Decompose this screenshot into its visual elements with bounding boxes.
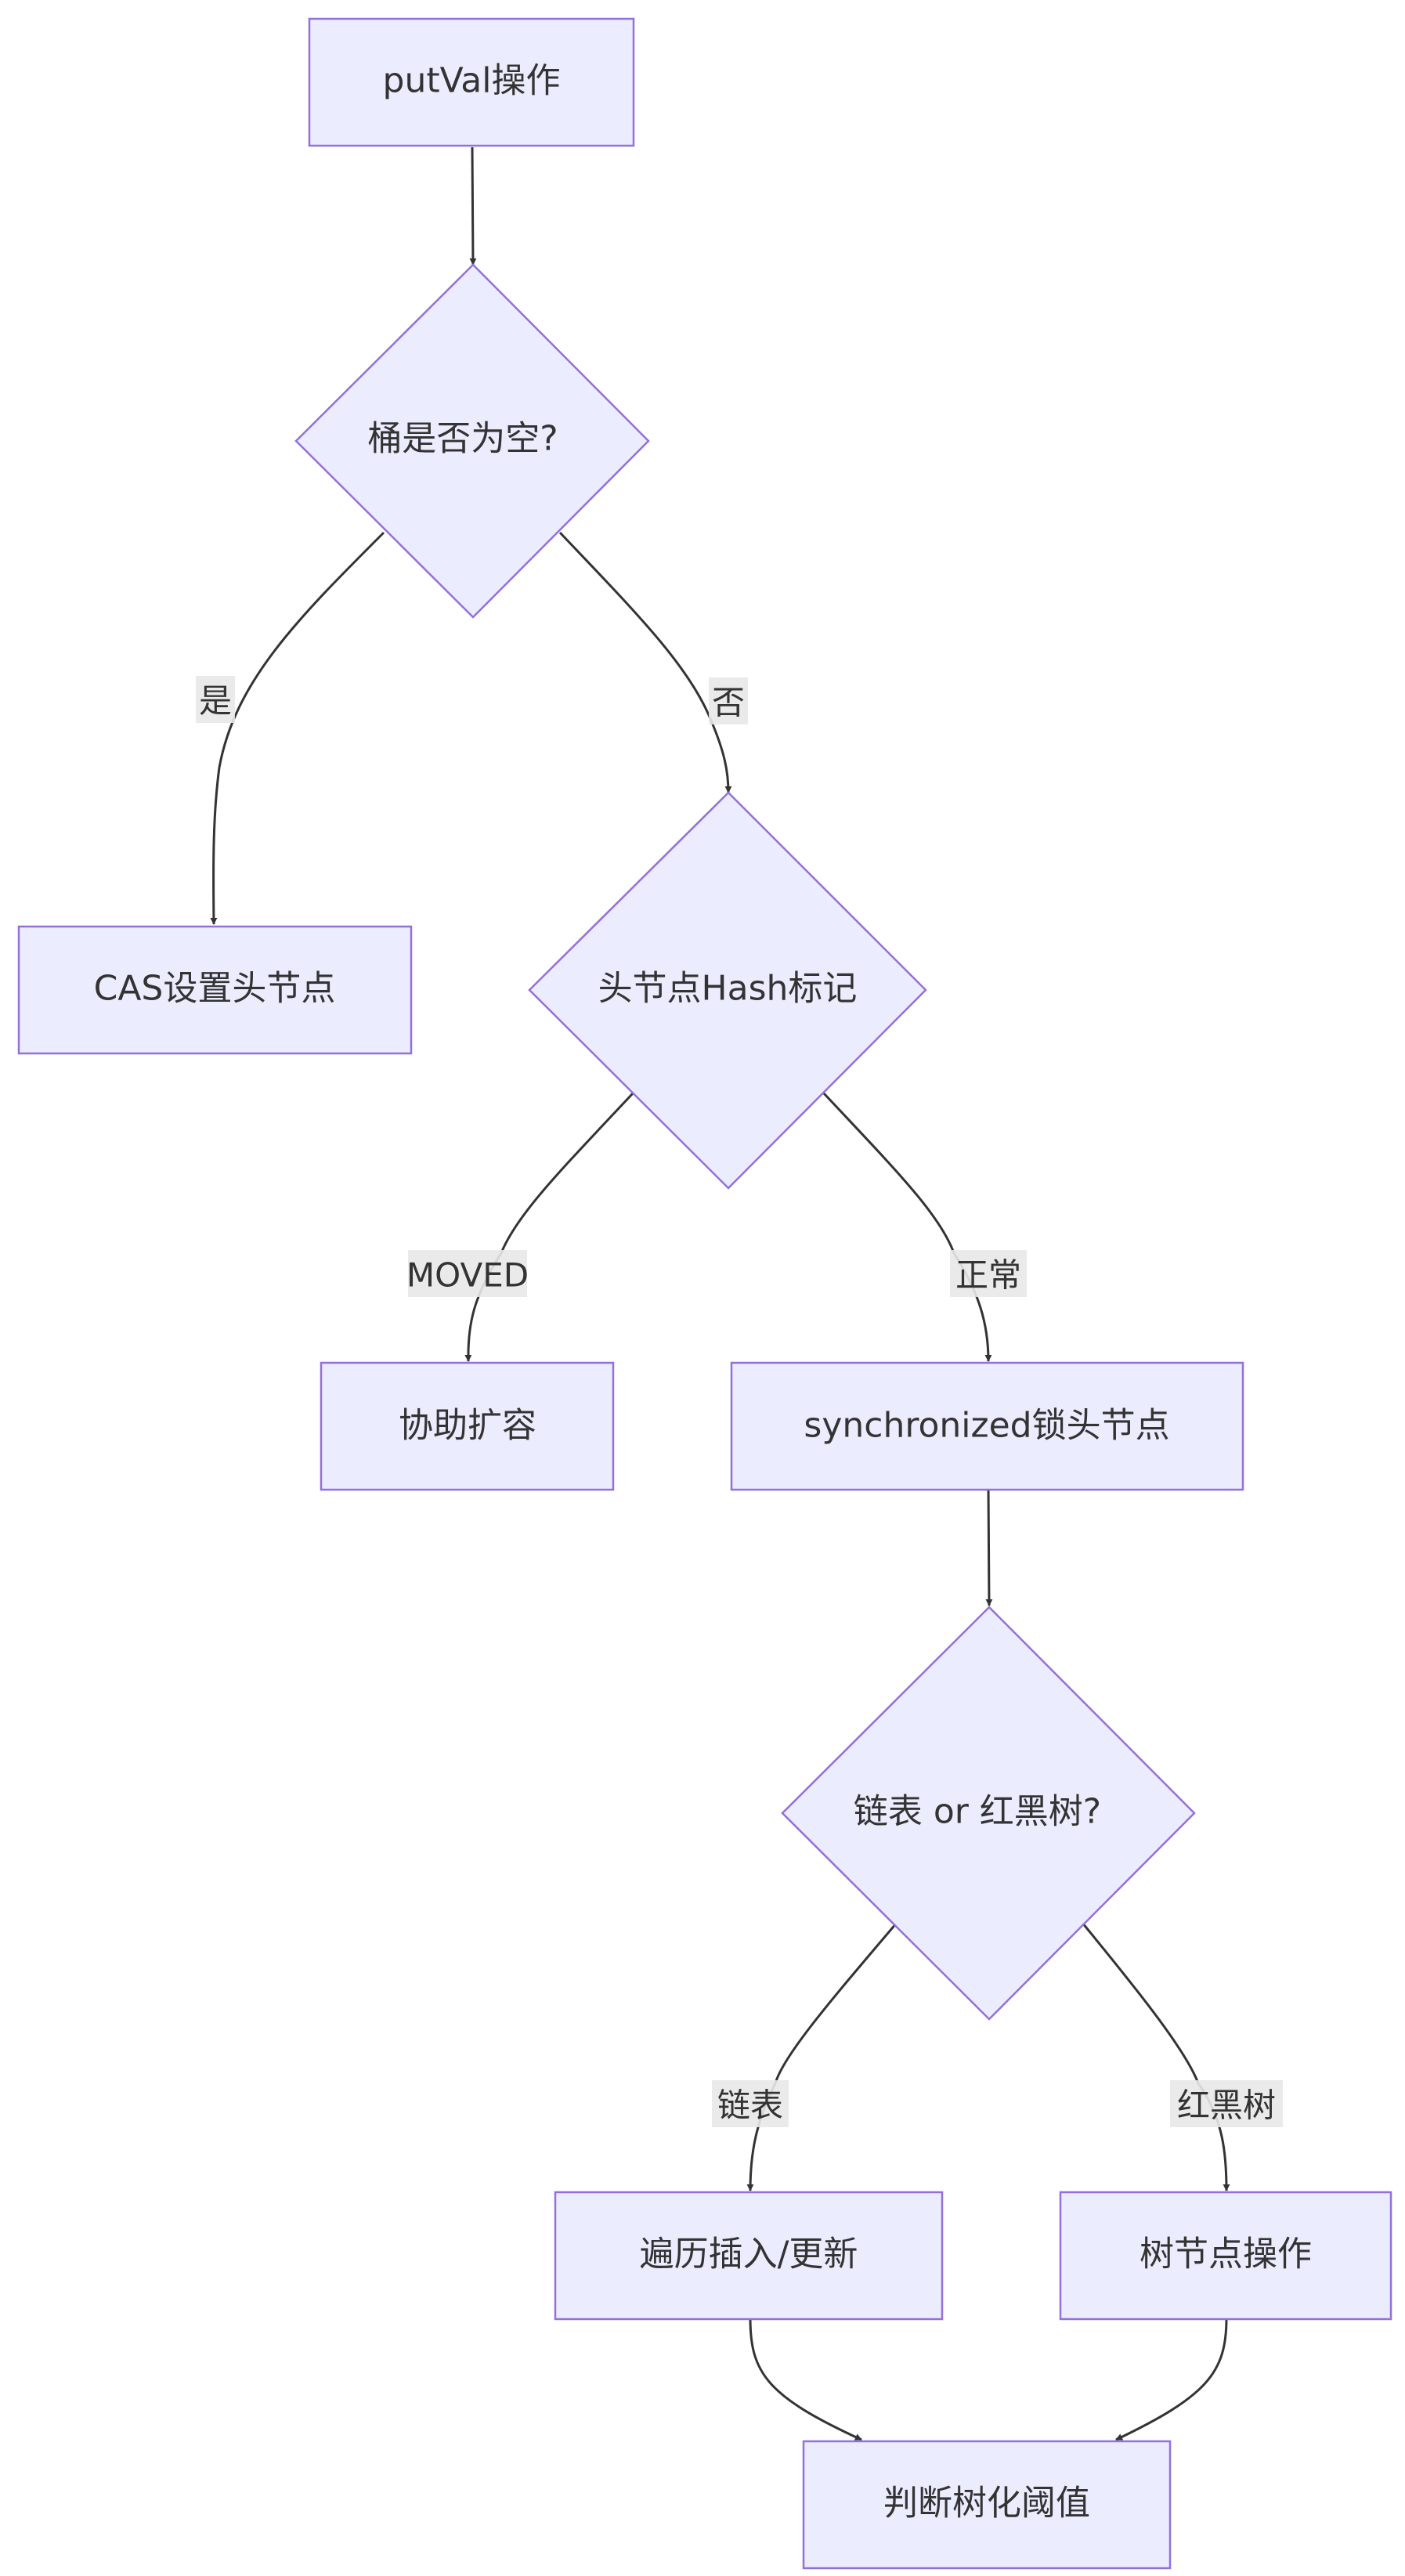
edge-label-linked-list: 链表 bbox=[712, 2080, 789, 2127]
svg-text:synchronized锁头节点: synchronized锁头节点 bbox=[804, 1406, 1169, 1446]
edge-list-or-tree-list bbox=[746, 1922, 898, 2191]
svg-text:CAS设置头节点: CAS设置头节点 bbox=[94, 969, 336, 1009]
node-start: putVal操作 bbox=[308, 17, 635, 147]
svg-text:遍历插入/更新: 遍历插入/更新 bbox=[640, 2235, 858, 2274]
nodes: putVal操作 桶是否为空? CAS设置头节点 头节点Hash标记 协助扩容 … bbox=[17, 17, 1392, 2570]
svg-text:桶是否为空?: 桶是否为空? bbox=[367, 419, 558, 459]
node-traverse-insert: 遍历插入/更新 bbox=[554, 2191, 944, 2321]
svg-text:红黑树: 红黑树 bbox=[1177, 2086, 1276, 2125]
edge-label-normal: 正常 bbox=[950, 1250, 1027, 1297]
node-sync-lock-head: synchronized锁头节点 bbox=[730, 1361, 1244, 1491]
svg-text:MOVED: MOVED bbox=[406, 1256, 529, 1295]
edge-head-hash-moved bbox=[464, 1092, 634, 1362]
svg-text:putVal操作: putVal操作 bbox=[383, 61, 561, 101]
node-help-resize: 协助扩容 bbox=[320, 1361, 615, 1491]
edge-label-red-black-tree: 红黑树 bbox=[1170, 2080, 1283, 2127]
edges bbox=[210, 146, 1230, 2441]
edge-label-no: 否 bbox=[709, 677, 748, 724]
svg-text:正常: 正常 bbox=[955, 1256, 1021, 1295]
edge-start-to-bucket-empty bbox=[469, 146, 477, 266]
edge-tree-op-to-threshold bbox=[1115, 2318, 1228, 2441]
svg-text:链表 or 红黑树?: 链表 or 红黑树? bbox=[854, 1792, 1101, 1832]
node-head-hash-flag: 头节点Hash标记 bbox=[528, 791, 927, 1190]
edge-list-or-tree-tree bbox=[1081, 1922, 1230, 2191]
svg-text:头节点Hash标记: 头节点Hash标记 bbox=[598, 969, 858, 1009]
node-list-or-tree: 链表 or 红黑树? bbox=[781, 1606, 1196, 2021]
svg-text:否: 否 bbox=[712, 684, 745, 722]
node-tree-node-op: 树节点操作 bbox=[1059, 2191, 1392, 2321]
edge-head-hash-normal bbox=[822, 1092, 992, 1362]
edge-label-moved: MOVED bbox=[406, 1250, 529, 1297]
node-cas-set-head: CAS设置头节点 bbox=[17, 925, 413, 1055]
node-treeify-threshold: 判断树化阈值 bbox=[802, 2440, 1172, 2570]
edge-sync-to-list-or-tree bbox=[985, 1487, 993, 1606]
edge-labels: 是 否 MOVED 正常 链表 红黑树 bbox=[196, 676, 1283, 2127]
edge-traverse-to-threshold bbox=[749, 2318, 862, 2441]
svg-text:树节点操作: 树节点操作 bbox=[1140, 2235, 1312, 2274]
edge-bucket-empty-no bbox=[558, 531, 732, 793]
edge-label-yes: 是 bbox=[196, 676, 235, 723]
edge-bucket-empty-yes bbox=[210, 531, 385, 925]
svg-text:是: 是 bbox=[199, 682, 232, 721]
svg-text:判断树化阈值: 判断树化阈值 bbox=[883, 2484, 1090, 2524]
svg-text:链表: 链表 bbox=[717, 2086, 783, 2125]
svg-text:协助扩容: 协助扩容 bbox=[399, 1406, 536, 1446]
node-bucket-empty: 桶是否为空? bbox=[294, 263, 650, 619]
